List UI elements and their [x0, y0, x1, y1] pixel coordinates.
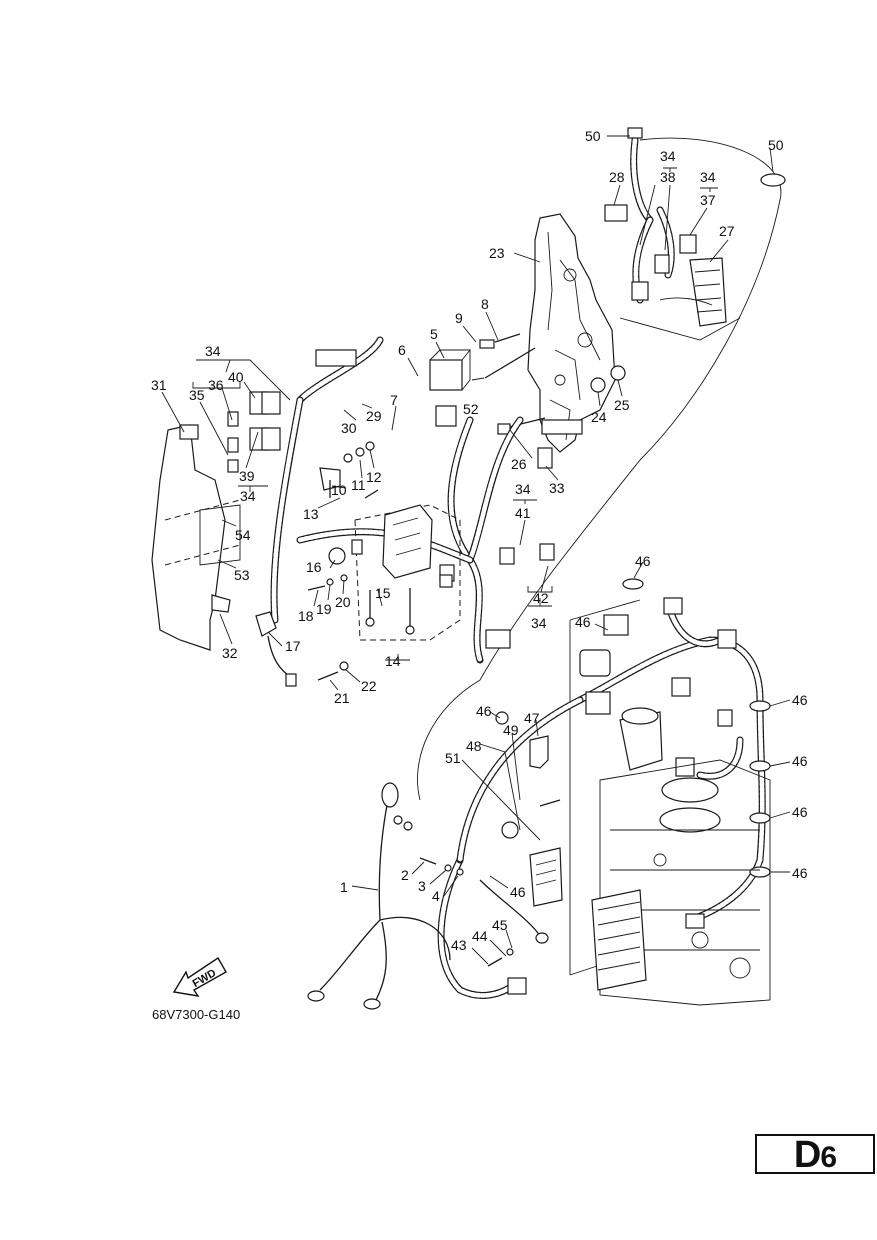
page-number: 6 [820, 1141, 837, 1174]
callout: 51 [445, 750, 461, 766]
callout: 28 [609, 169, 625, 185]
callout: 14 [385, 653, 401, 669]
leader-lines [161, 135, 791, 965]
callout: 3 [418, 878, 426, 894]
callout: 2 [401, 867, 409, 883]
forward-direction-arrow-icon: FWD [172, 957, 227, 997]
callout: 13 [303, 506, 319, 522]
group-brackets [192, 382, 553, 593]
callout: 50 [585, 128, 601, 144]
callout: 7 [390, 392, 398, 408]
callout: 17 [285, 638, 301, 654]
callout: 24 [591, 409, 607, 425]
callout: 40 [228, 369, 244, 385]
callout: 34 [531, 615, 547, 631]
callout: 44 [472, 928, 488, 944]
callout: 46 [792, 692, 808, 708]
callout: 35 [189, 387, 205, 403]
connector-37 [679, 234, 697, 254]
callout: 25 [614, 397, 630, 413]
callout: 42 [533, 590, 549, 606]
callout: 16 [306, 559, 322, 575]
callout: 34 [700, 169, 716, 185]
connector-38 [631, 281, 649, 301]
connector-38b [654, 254, 670, 274]
callout: 23 [489, 245, 505, 261]
callout: 32 [222, 645, 238, 661]
callout: 12 [366, 469, 382, 485]
callout: 9 [455, 310, 463, 326]
connector-top-left [315, 349, 357, 367]
callout: 30 [341, 420, 357, 436]
part-33 [537, 447, 553, 469]
callout: 11 [351, 477, 366, 493]
callout: 46 [792, 865, 808, 881]
callout: 49 [503, 722, 519, 738]
callout: 41 [515, 505, 531, 521]
harness-outline-loop [417, 137, 782, 801]
callout: 46 [792, 753, 808, 769]
callout: 47 [524, 710, 540, 726]
callout: 20 [335, 594, 351, 610]
battery-cable-1 [307, 711, 561, 1010]
callout: 38 [660, 169, 676, 185]
callout: 46 [510, 884, 526, 900]
callout: 50 [768, 137, 784, 153]
callout: 46 [792, 804, 808, 820]
callout: 36 [208, 377, 224, 393]
callout: 6 [398, 342, 406, 358]
engine-block [569, 599, 771, 1006]
callout: 18 [298, 608, 314, 624]
callout: 21 [334, 690, 350, 706]
callout: 31 [151, 377, 167, 393]
small-hardware-left [255, 441, 379, 687]
callout: 33 [549, 480, 565, 496]
page-letter: D [793, 1134, 821, 1176]
callout: 52 [463, 401, 479, 417]
callout: 53 [234, 567, 250, 583]
callout-labels: 50 50 34 38 34 37 28 27 23 8 9 5 6 34 36… [151, 128, 808, 953]
callout: 5 [430, 326, 438, 342]
relay-5 [429, 349, 471, 427]
callout: 46 [476, 703, 492, 719]
callout: 54 [235, 527, 251, 543]
callout: 34 [240, 488, 256, 504]
callout: 10 [331, 482, 347, 498]
mounting-bracket-23 [527, 213, 616, 453]
callout: 43 [451, 937, 467, 953]
callout: 15 [375, 585, 391, 601]
callout: 22 [361, 678, 377, 694]
page-number-box: D6 [755, 1134, 875, 1174]
callout: 45 [492, 917, 508, 933]
callout: 34 [515, 481, 531, 497]
cover-31 [151, 424, 241, 651]
relay-bank-36-40 [227, 391, 281, 473]
upper-harness [604, 127, 786, 304]
clamp-50-right [760, 173, 786, 187]
callout: 8 [481, 296, 489, 312]
relay-bracket-27 [619, 257, 741, 341]
lower-harness [437, 696, 584, 999]
connector-28 [604, 204, 628, 222]
figure-code: 68V7300-G140 [152, 1007, 241, 1022]
callout: 26 [511, 456, 527, 472]
callout: 37 [700, 192, 716, 208]
callout: 27 [719, 223, 735, 239]
fwd-label: FWD [191, 967, 219, 990]
right-harness [576, 578, 771, 929]
callout: 19 [316, 601, 332, 617]
callout: 48 [466, 738, 482, 754]
callout: 4 [432, 888, 440, 904]
callout: 29 [366, 408, 382, 424]
bolts-upper [479, 333, 626, 469]
callout: 46 [575, 614, 591, 630]
rectifier-regulator-14 [351, 504, 461, 641]
callout: 39 [239, 468, 255, 484]
callout: 46 [635, 553, 651, 569]
clamp-50-left [627, 127, 643, 139]
callout: 1 [340, 879, 348, 895]
callout: 34 [660, 148, 676, 164]
callout: 34 [205, 343, 221, 359]
